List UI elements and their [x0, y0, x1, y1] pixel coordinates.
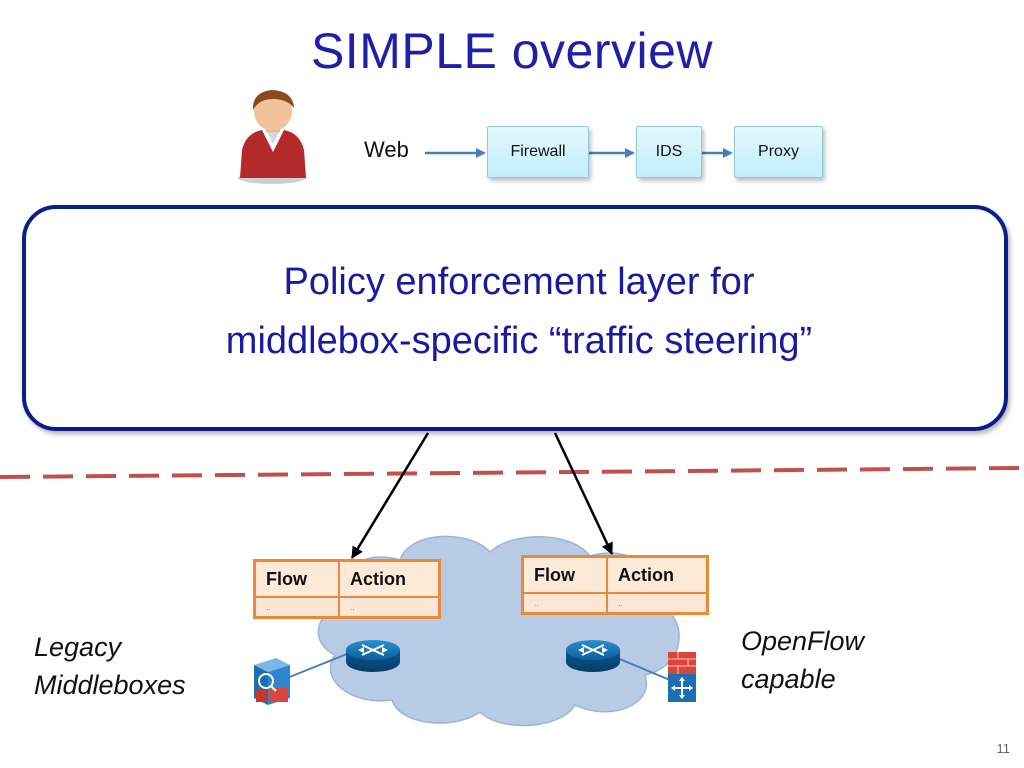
flow-cell: .. — [253, 596, 340, 619]
user-icon — [238, 90, 306, 184]
layer-divider — [0, 466, 1024, 479]
openflow-capable-label: OpenFlow capable — [741, 622, 864, 698]
firewall-box: Firewall — [487, 126, 589, 178]
ids-box: IDS — [636, 126, 702, 178]
flow-header: Flow — [521, 555, 608, 594]
legacy-label-line1: Legacy — [34, 632, 122, 662]
flow-cell: .. — [521, 592, 608, 615]
flow-table-left: Flow Action .. .. — [253, 559, 441, 619]
router-icon — [346, 640, 400, 672]
web-traffic-label: Web — [364, 137, 409, 162]
policy-layer-text: Policy enforcement layer for middlebox-s… — [26, 253, 1012, 371]
action-header: Action — [338, 559, 441, 598]
legacy-middleboxes-label: Legacy Middleboxes — [34, 628, 186, 704]
legacy-link — [281, 651, 353, 681]
openflow-middlebox-icon — [668, 652, 696, 702]
action-header: Action — [606, 555, 709, 594]
openflow-label-line1: OpenFlow — [741, 626, 865, 656]
flow-table-right: Flow Action .. .. — [521, 555, 709, 615]
openflow-label-line2: capable — [741, 664, 836, 694]
action-cell: .. — [338, 596, 441, 619]
page-number: 11 — [996, 741, 1011, 756]
legacy-middlebox-icon — [254, 658, 290, 705]
slide-title: SIMPLE overview — [310, 23, 714, 79]
proxy-box: Proxy — [734, 126, 823, 178]
policy-layer-line1: Policy enforcement layer for — [283, 261, 755, 303]
policy-enforcement-layer: Policy enforcement layer for middlebox-s… — [22, 205, 1008, 431]
policy-layer-line2: middlebox-specific “traffic steering” — [225, 320, 813, 362]
action-cell: .. — [606, 592, 709, 615]
flow-header: Flow — [253, 559, 340, 598]
router-icon — [566, 640, 620, 672]
legacy-label-line2: Middleboxes — [34, 670, 186, 700]
